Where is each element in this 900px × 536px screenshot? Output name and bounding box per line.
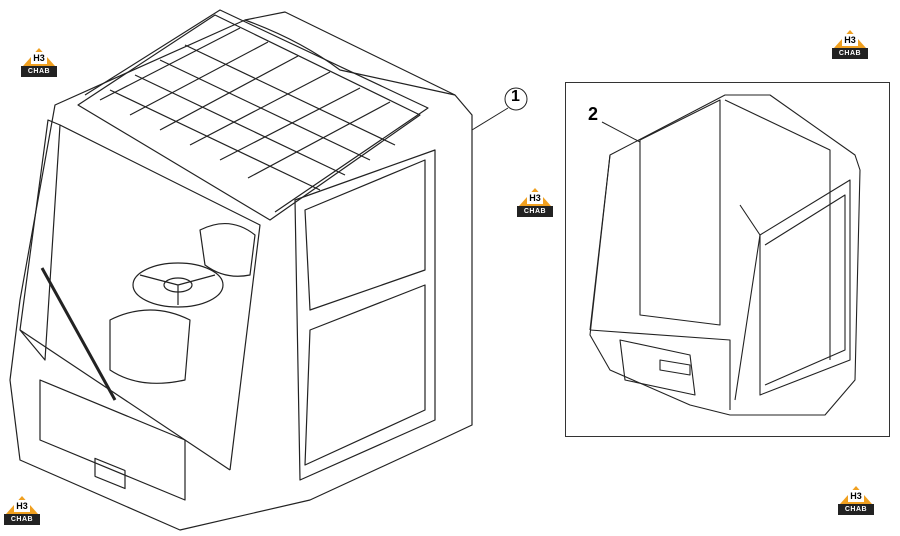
frame-rear-panel <box>639 99 721 326</box>
logo-caption: CHAB <box>4 514 40 525</box>
callout-1-circle <box>504 87 528 111</box>
logo-caption: CHAB <box>838 504 874 515</box>
logo-mark: H3 <box>848 490 864 502</box>
roof-guard-frame <box>77 14 421 221</box>
cab-door <box>294 149 436 481</box>
frame-outline <box>589 94 861 416</box>
logo-mark: H3 <box>14 500 30 512</box>
steering-wheel <box>132 262 224 308</box>
wiper-arm <box>40 267 117 401</box>
callout-1-leader <box>471 107 509 131</box>
logo-caption: CHAB <box>832 48 868 59</box>
brand-logo-bottom-left: H3 CHAB <box>4 492 40 526</box>
brand-logo-top-right: H3 CHAB <box>832 26 868 60</box>
logo-mark: H3 <box>527 192 543 204</box>
front-windshield-frame <box>19 119 61 361</box>
logo-caption: CHAB <box>21 66 57 77</box>
brand-logo-bottom-right: H3 CHAB <box>838 482 874 516</box>
operator-seat <box>199 223 256 277</box>
inset-frame-box <box>565 82 890 437</box>
brand-logo-middle: H3 CHAB <box>517 184 553 218</box>
cab-roof-edge <box>244 19 456 96</box>
cab-shell-outline <box>9 11 473 531</box>
brand-logo-top-left: H3 CHAB <box>21 44 57 78</box>
callout-1-label: 1 <box>511 88 520 105</box>
logo-mark: H3 <box>31 52 47 64</box>
logo-mark: H3 <box>842 34 858 46</box>
callout-2-leader <box>601 121 641 143</box>
callout-2-label: 2 <box>588 104 599 124</box>
front-lower-panel <box>39 379 186 501</box>
logo-caption: CHAB <box>517 206 553 217</box>
